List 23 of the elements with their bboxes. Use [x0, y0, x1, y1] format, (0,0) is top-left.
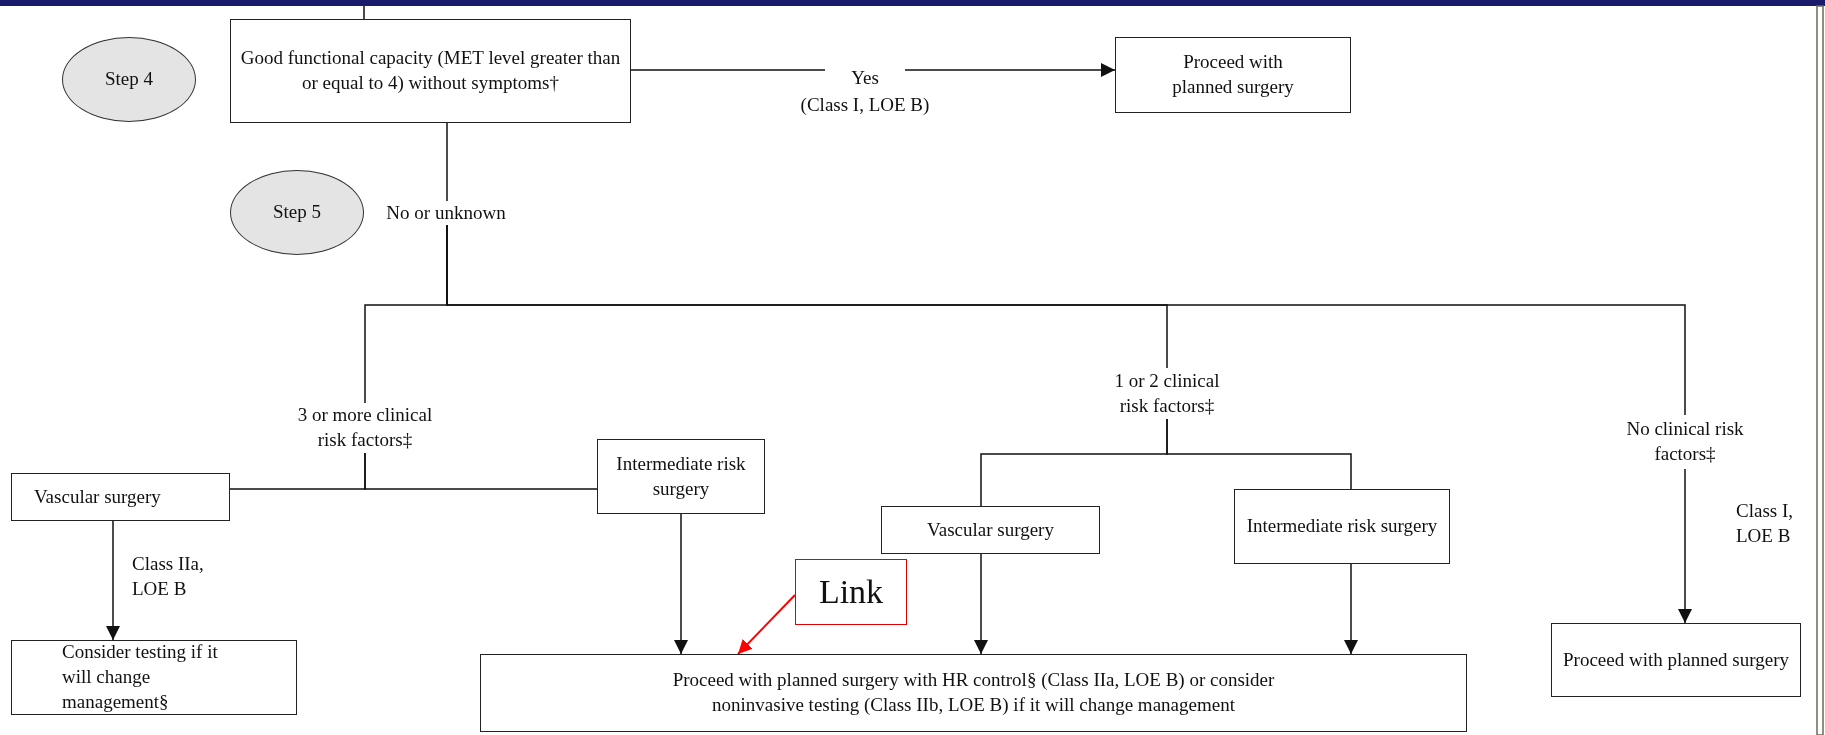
connector-line: [1166, 418, 1352, 490]
connector-line: [446, 122, 448, 202]
process-box: Proceed with planned surgery: [1115, 37, 1351, 113]
note-text: (Class I, LOE B): [799, 93, 931, 117]
process-box: Proceed with planned surgery with HR control§ (Class IIa, LOE B) or consider noninvasive testing (Class IIb, LOE B) if it will change management: [480, 654, 1467, 732]
arrow: [674, 513, 688, 655]
step-ellipse: Step 4: [62, 37, 196, 122]
process-box: Vascular surgery: [11, 473, 230, 521]
connector-line: [364, 452, 598, 490]
process-box: Consider testing if it will change management§: [11, 640, 297, 715]
process-box: Intermediate risk surgery: [1234, 489, 1450, 564]
process-box: Proceed with planned surgery: [1551, 623, 1801, 697]
arrow: [106, 520, 120, 641]
process-box: Intermediate risk surgery: [597, 439, 765, 514]
arrow: [974, 553, 988, 655]
connector-line: [446, 224, 1686, 416]
arrow: [1678, 468, 1692, 624]
step-ellipse: Step 5: [230, 170, 364, 255]
link-callout-box: Link: [795, 559, 907, 625]
pointer-arrow: [737, 594, 796, 655]
arrow: [1344, 563, 1358, 655]
process-box: Vascular surgery: [881, 506, 1100, 554]
process-box: Good functional capacity (MET level greater than or equal to 4) without symptoms†: [230, 19, 631, 123]
